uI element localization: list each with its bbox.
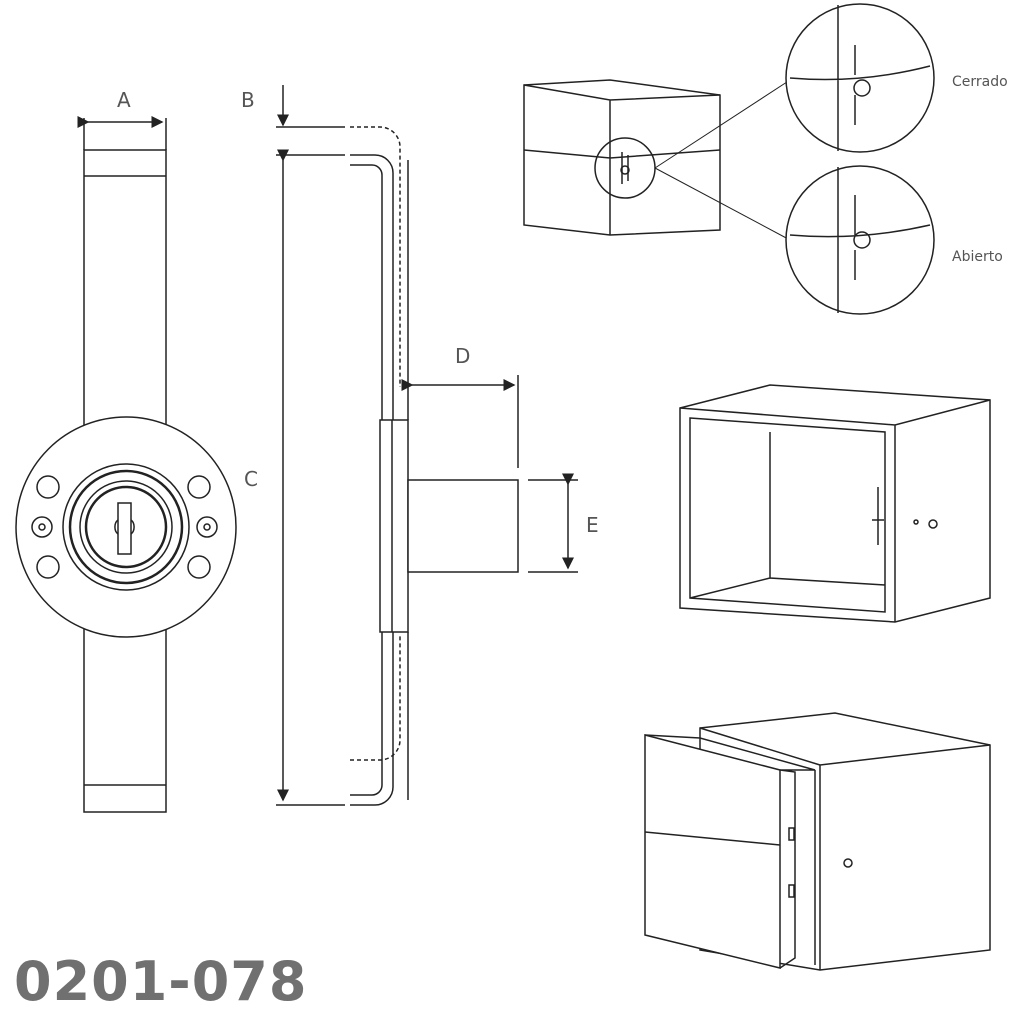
dimension-label-e: E bbox=[586, 513, 599, 537]
dimension-label-a: A bbox=[117, 88, 131, 112]
front-view-lock bbox=[15, 116, 237, 813]
state-label-open: Abierto bbox=[952, 249, 1003, 265]
product-code: 0201-078 bbox=[14, 950, 308, 1013]
state-label-closed: Cerrado bbox=[952, 74, 1008, 90]
dimension-label-b: B bbox=[241, 88, 255, 112]
cube-with-lock-detail bbox=[523, 3, 935, 315]
side-view-lock bbox=[276, 85, 578, 806]
open-cabinet bbox=[679, 384, 991, 623]
drawer-cabinet bbox=[644, 712, 991, 971]
dimension-label-d: D bbox=[455, 344, 471, 368]
dimension-label-c: C bbox=[244, 467, 258, 491]
